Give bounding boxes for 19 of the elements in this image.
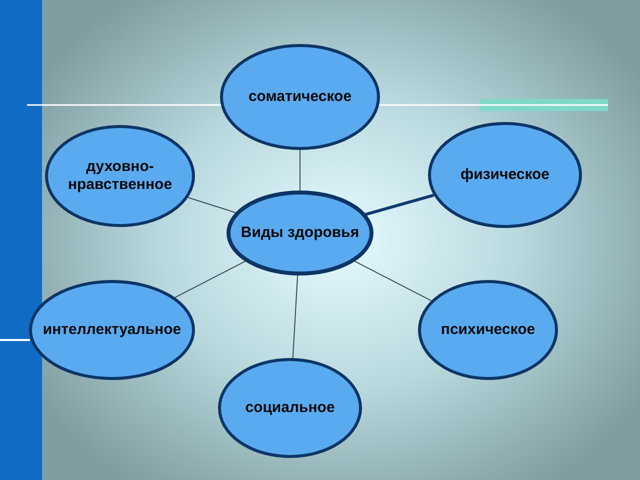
ellipse-node [428,122,582,228]
node-label: психическое [440,321,536,339]
node-label: физическое [460,166,550,184]
node-label: Виды здоровья [240,224,360,242]
ellipse-node [418,280,558,380]
connector-line [188,197,237,214]
ellipse-node [220,44,380,150]
ellipse-node [226,190,374,276]
node-label: социальное [245,399,335,417]
ellipse-node [29,280,195,380]
ellipse-node [45,125,195,227]
connector-line [292,274,298,359]
connector-line [354,260,432,302]
node-label: интеллектуальное [42,321,182,339]
connector-line [365,194,434,216]
node-label: духовно- нравственное [66,158,174,194]
connector-line [174,260,246,298]
ellipse-node [218,358,362,458]
node-label: соматическое [248,88,352,106]
